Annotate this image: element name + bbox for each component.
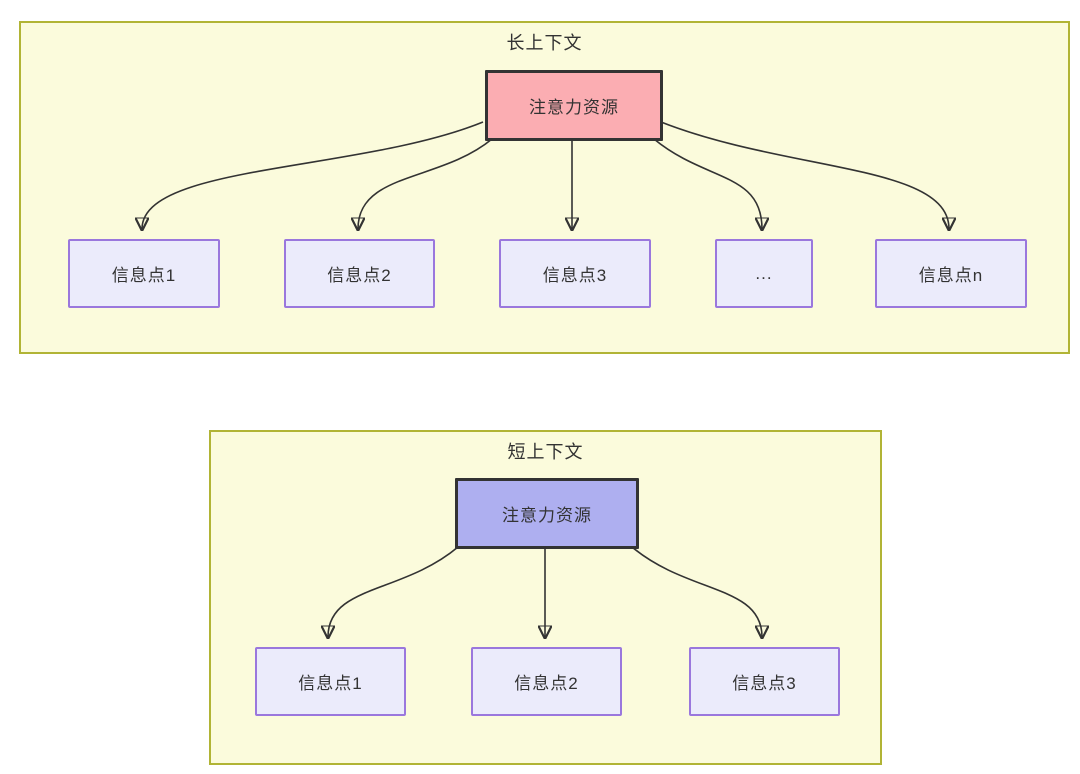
- info-node-short-3: 信息点3: [689, 647, 840, 716]
- info-node-long-1: 信息点1: [68, 239, 220, 308]
- info-node-long-ellipsis: ...: [715, 239, 813, 308]
- info-node-short-2: 信息点2: [471, 647, 622, 716]
- info-node-long-2: 信息点2: [284, 239, 435, 308]
- attention-box-long: 注意力资源: [485, 70, 663, 141]
- attention-box-short: 注意力资源: [455, 478, 639, 549]
- info-node-long-n: 信息点n: [875, 239, 1027, 308]
- section-long-context: 长上下文 注意力资源 信息点1 信息点2 信息点3 ... 信息点n: [19, 21, 1070, 354]
- info-node-short-1: 信息点1: [255, 647, 406, 716]
- section-short-title: 短上下文: [507, 442, 584, 462]
- section-long-title: 长上下文: [506, 33, 583, 53]
- info-node-long-3: 信息点3: [499, 239, 651, 308]
- section-short-context: 短上下文 注意力资源 信息点1 信息点2 信息点3: [209, 430, 882, 765]
